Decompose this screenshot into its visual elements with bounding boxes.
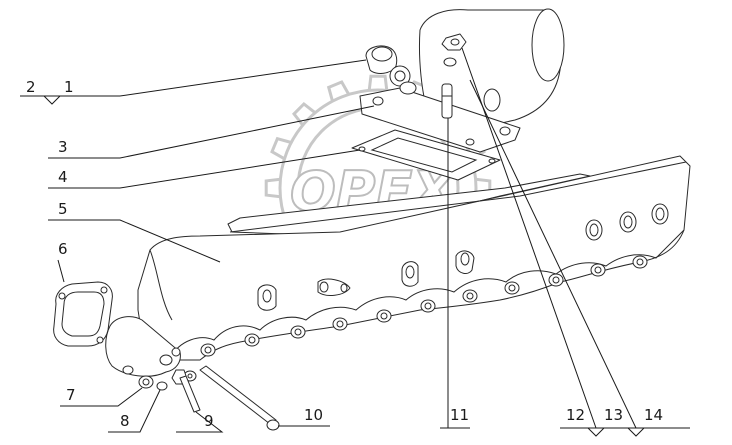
bolt-9-shank	[179, 375, 201, 413]
plug-and-washer	[365, 45, 417, 95]
label-5: 5	[58, 200, 68, 218]
flange-gasket	[351, 129, 501, 181]
label-10: 10	[304, 406, 323, 424]
long-bolt-10	[199, 365, 277, 425]
label-11: 11	[450, 406, 469, 424]
label-6: 6	[58, 240, 68, 258]
watermark-gear-tooth	[292, 102, 317, 127]
watermark-gear-tooth	[270, 136, 292, 161]
watermark-gear-tooth	[326, 80, 351, 102]
label-7: 7	[66, 386, 76, 404]
label-14: 14	[644, 406, 663, 424]
label-8: 8	[120, 412, 130, 430]
label-1: 1	[64, 78, 74, 96]
fasteners-group	[138, 365, 280, 431]
label-4: 4	[58, 168, 68, 186]
inlet-gasket	[53, 281, 113, 347]
label-9: 9	[204, 412, 214, 430]
label-3: 3	[58, 138, 68, 156]
exhaust-manifold	[105, 155, 691, 377]
washer-8	[156, 381, 168, 391]
leader-lines	[20, 47, 690, 437]
stud-and-nut	[441, 33, 467, 119]
label-13: 13	[604, 406, 623, 424]
watermark-gear-tooth	[367, 74, 389, 91]
part-labels: 2 1 3 4 5 6 7 8 9 10 11 12 13 14	[26, 78, 663, 430]
label-2: 2	[26, 78, 36, 96]
watermark-gear-tooth	[264, 177, 281, 199]
label-12: 12	[566, 406, 585, 424]
